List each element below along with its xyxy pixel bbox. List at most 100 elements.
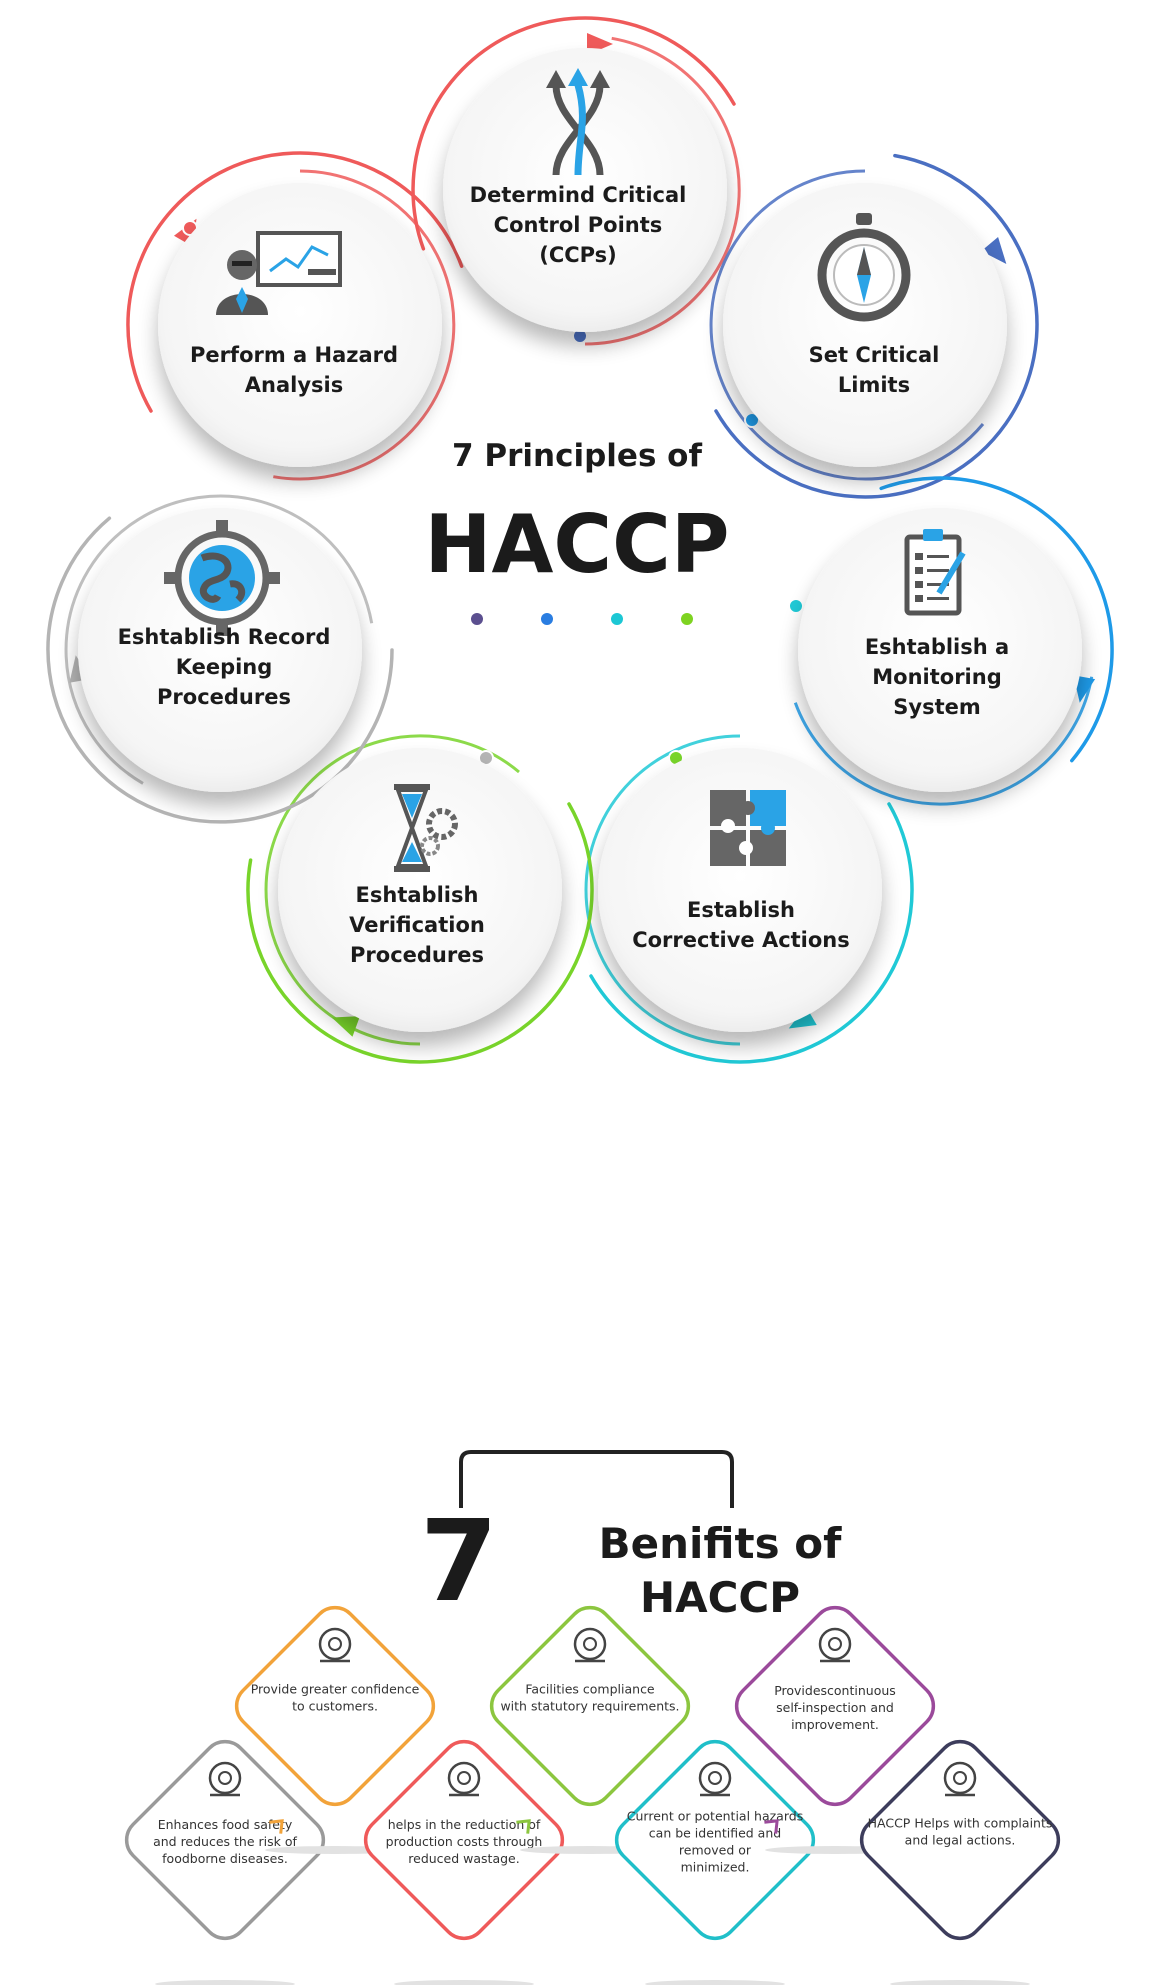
principle-label-line: Determind Critical xyxy=(470,183,687,207)
benefits-title-line1: Benifits of xyxy=(599,1519,842,1568)
principle-disc xyxy=(78,508,362,792)
principle-label-line: Perform a Hazard xyxy=(190,343,398,367)
benefit-text-line: to customers. xyxy=(292,1699,378,1714)
diamond-shadow xyxy=(394,1980,534,1985)
benefit-text-line: can be identified and xyxy=(649,1826,781,1841)
principle-disc xyxy=(598,748,882,1032)
principles-heading-line2: HACCP xyxy=(425,498,730,591)
compass-icon xyxy=(817,213,911,322)
principle-inner-arc xyxy=(273,169,456,481)
principle-label-line: Monitoring xyxy=(872,665,1001,689)
puzzle-icon xyxy=(710,790,786,866)
benefit-diamond: Current or potential hazards can be ident… xyxy=(614,1739,816,1985)
principle-disc xyxy=(798,508,1082,792)
hourglass-gear-icon xyxy=(394,784,458,872)
principle-arc xyxy=(126,151,464,413)
diamond-outline xyxy=(363,1739,565,1941)
heading-dot xyxy=(681,613,693,625)
principle-inner-arc xyxy=(584,734,741,1046)
head-math-icon xyxy=(818,1627,852,1663)
diamond-shadow xyxy=(155,1980,295,1985)
diamond-outline xyxy=(859,1739,1061,1941)
principle-arc xyxy=(714,153,1039,499)
benefit-text-line: Facilities compliance xyxy=(525,1682,655,1697)
arrowhead xyxy=(1073,675,1096,703)
principle-discs xyxy=(78,48,1082,1032)
benefit-text-line: self-inspection and xyxy=(776,1700,894,1715)
principle-label-line: Set Critical xyxy=(809,343,940,367)
principles-section: 7 Principles of HACCP Determind Critical… xyxy=(46,16,1114,1064)
benefit-text-line: with statutory requirements. xyxy=(500,1699,679,1714)
principle-label-line: Corrective Actions xyxy=(632,928,850,952)
arc-start-dot xyxy=(744,412,760,428)
diamond-outline xyxy=(489,1605,691,1807)
title-bracket xyxy=(459,1450,734,1508)
connector-arcs xyxy=(46,16,1114,1064)
benefit-text-line: minimized. xyxy=(681,1860,750,1875)
principle-disc xyxy=(278,748,562,1032)
benefit-text-line: Current or potential hazards xyxy=(627,1809,803,1824)
book-icon xyxy=(943,1761,977,1797)
principle-label-line: Eshtablish xyxy=(356,883,479,907)
principle-disc xyxy=(723,183,1007,467)
principle-disc xyxy=(158,183,442,467)
principle-arc xyxy=(46,516,394,824)
arrowhead xyxy=(331,1016,360,1037)
principle-arc xyxy=(879,476,1114,763)
benefit-text-line: HACCP Helps with complaints xyxy=(868,1816,1053,1831)
chevron-icon xyxy=(269,1819,284,1834)
benefit-text-line: foodborne diseases. xyxy=(162,1851,288,1866)
principle-arc xyxy=(246,802,594,1064)
benefit-text-line: reduced wastage. xyxy=(408,1851,519,1866)
puzzle-leaf-icon xyxy=(447,1761,481,1797)
benefit-text-line: Providescontinuous xyxy=(774,1683,896,1698)
presenter-icon xyxy=(216,231,342,315)
principle-inner-arc xyxy=(709,169,985,481)
principle-label-line: Control Points xyxy=(494,213,663,237)
benefit-text-line: improvement. xyxy=(791,1717,879,1732)
heading-dot xyxy=(541,613,553,625)
principle-arc xyxy=(411,16,736,251)
principle-arc xyxy=(589,802,914,1064)
chevron-icon xyxy=(764,1819,779,1834)
benefit-text-line: production costs through xyxy=(386,1834,543,1849)
benefit-diamond: helps in the reduction of production cost… xyxy=(363,1739,565,1985)
benefit-text-line: helps in the reduction of xyxy=(388,1817,541,1832)
globe-target-icon xyxy=(164,520,280,636)
crossing-arrows-icon xyxy=(546,68,610,176)
benefits-number: 7 xyxy=(420,1497,498,1627)
head-target-icon xyxy=(318,1627,352,1663)
principle-label-line: Procedures xyxy=(350,943,484,967)
benefit-diamond: HACCP Helps with complaints and legal act… xyxy=(859,1739,1061,1985)
heading-dots xyxy=(471,613,693,625)
benefit-text-line: Enhances food safety xyxy=(158,1817,293,1832)
benefit-diamond: Facilities compliance with statutory requ… xyxy=(489,1605,691,1854)
diamond-shadow xyxy=(890,1980,1030,1985)
benefit-text-line: removed or xyxy=(679,1843,752,1858)
diamond-outline xyxy=(234,1605,436,1807)
principles-heading-line1: 7 Principles of xyxy=(452,438,702,474)
checklist-icon xyxy=(904,529,966,616)
principle-label-line: Procedures xyxy=(157,685,291,709)
principle-label-line: Verification xyxy=(349,913,485,937)
magnifier-flask-icon xyxy=(698,1761,732,1797)
principle-label-line: Keeping xyxy=(176,655,273,679)
benefit-text-line: and legal actions. xyxy=(905,1833,1016,1848)
principle-label-line: (CCPs) xyxy=(539,243,617,267)
diamond-shadow xyxy=(645,1980,785,1985)
principle-label-line: System xyxy=(893,695,980,719)
benefit-text-line: Provide greater confidence xyxy=(251,1682,420,1697)
heading-dot xyxy=(611,613,623,625)
benefit-diamond: Providescontinuous self-inspection and imp… xyxy=(734,1605,936,1854)
heading-dot xyxy=(471,613,483,625)
benefits-section: 7 Benifits of HACCP Enhances food safety… xyxy=(124,1450,1061,1985)
chevron-icon xyxy=(516,1819,531,1834)
flask-leaf-icon xyxy=(208,1761,242,1797)
clipboard-icon xyxy=(573,1627,607,1663)
principle-inner-arc xyxy=(793,676,1094,806)
principle-inner-arc xyxy=(264,734,520,1046)
